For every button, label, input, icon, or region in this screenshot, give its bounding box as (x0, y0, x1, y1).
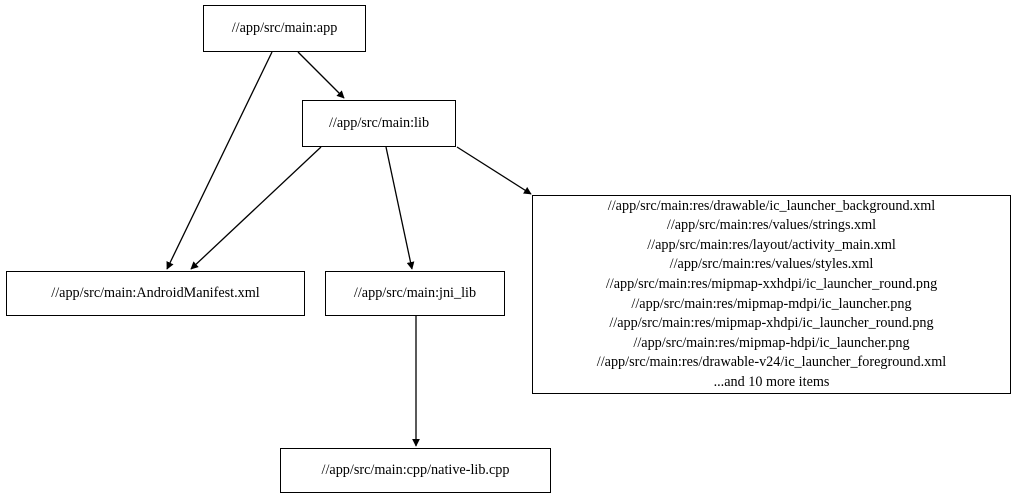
graph-edge-lib-to-jni-lib (385, 146, 415, 270)
graph-edge-app-to-manifest (166, 51, 273, 270)
graph-node-lib[interactable]: //app/src/main:lib (302, 100, 456, 147)
graph-node-resource-line: //app/src/main:res/mipmap-mdpi/ic_launch… (631, 295, 912, 312)
graph-node-app[interactable]: //app/src/main:app (203, 5, 366, 52)
graph-edge-app-to-lib (297, 51, 345, 99)
graph-node-resource-line: //app/src/main:res/layout/activity_main.… (647, 236, 896, 253)
graph-node-label: //app/src/main:app (231, 19, 338, 36)
graph-node-resource-line: //app/src/main:res/mipmap-hdpi/ic_launch… (633, 334, 910, 351)
graph-node-resource-line: ...and 10 more items (713, 373, 830, 390)
graph-node-resource-line: //app/src/main:res/drawable-v24/ic_launc… (596, 354, 947, 371)
graph-node-resources-group[interactable]: //app/src/main:res/drawable/ic_launcher_… (532, 195, 1011, 394)
graph-node-resource-line: //app/src/main:res/mipmap-xxhdpi/ic_laun… (605, 275, 938, 292)
graph-node-label: //app/src/main:lib (328, 114, 430, 131)
graph-node-resource-list: //app/src/main:res/drawable/ic_launcher_… (533, 197, 1010, 393)
graph-node-label: //app/src/main:jni_lib (353, 284, 477, 301)
graph-node-label: //app/src/main:cpp/native-lib.cpp (321, 461, 510, 478)
graph-node-resource-line: //app/src/main:res/values/strings.xml (666, 217, 877, 234)
graph-node-resource-line: //app/src/main:res/drawable/ic_launcher_… (607, 197, 936, 214)
graph-edge-lib-to-resources (456, 146, 532, 195)
graph-node-native-lib-cpp[interactable]: //app/src/main:cpp/native-lib.cpp (280, 448, 551, 493)
graph-node-label: //app/src/main:AndroidManifest.xml (51, 284, 260, 301)
graph-edge-lib-to-manifest (190, 146, 322, 270)
graph-node-resource-line: //app/src/main:res/values/styles.xml (669, 256, 874, 273)
graph-node-resource-line: //app/src/main:res/mipmap-xhdpi/ic_launc… (609, 315, 934, 332)
graph-node-android-manifest[interactable]: //app/src/main:AndroidManifest.xml (6, 271, 305, 316)
graph-node-jni-lib[interactable]: //app/src/main:jni_lib (325, 271, 505, 316)
